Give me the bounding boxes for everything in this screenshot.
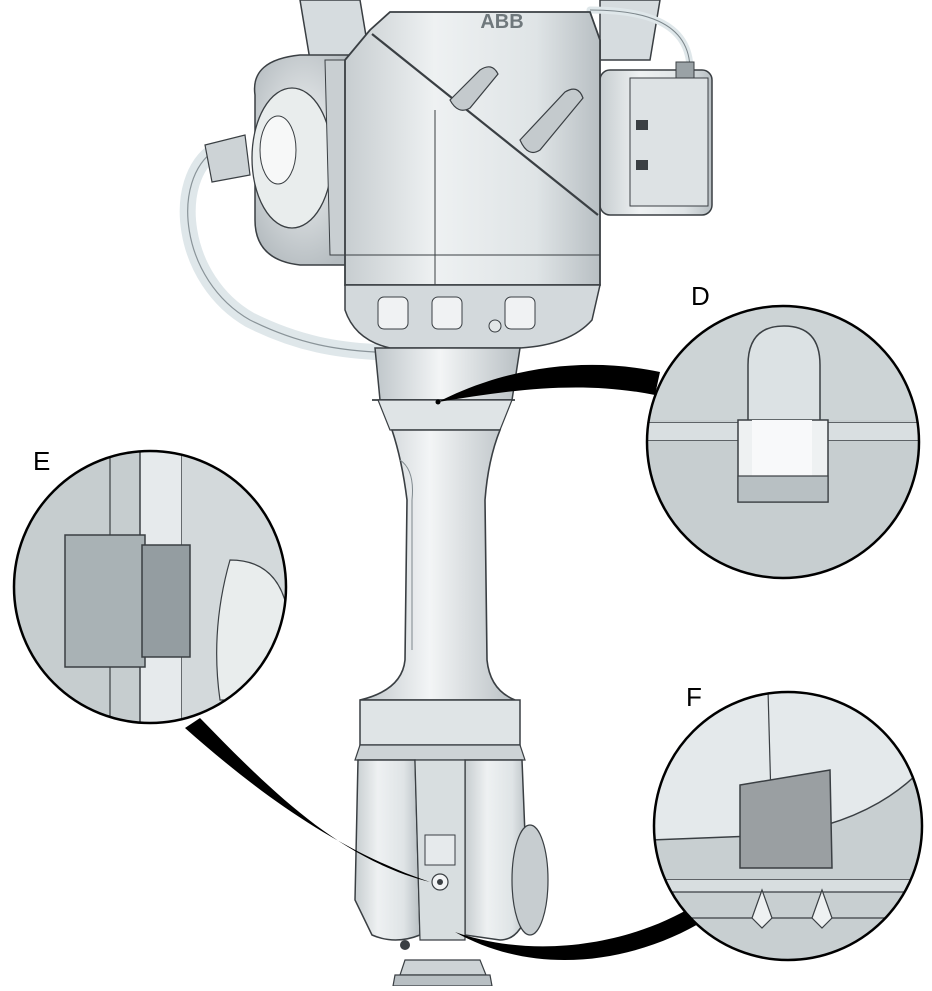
arm-tube <box>359 429 516 701</box>
brand-logo-text: ABB <box>480 11 523 33</box>
right-motor <box>599 61 713 216</box>
callout-label-e: E <box>33 446 50 476</box>
robot-upper-arm: ABB <box>179 0 713 987</box>
callout-label-d: D <box>691 281 710 311</box>
main-housing: ABB <box>344 11 601 349</box>
leader-line-f <box>455 905 705 961</box>
lower-wrist <box>354 699 549 987</box>
callout-label-f: F <box>686 682 702 712</box>
magnifier-e <box>12 449 288 725</box>
magnifier-f <box>652 690 924 962</box>
leader-line-d <box>438 364 660 402</box>
magnifier-d <box>645 304 921 580</box>
leader-line-e <box>185 718 430 882</box>
